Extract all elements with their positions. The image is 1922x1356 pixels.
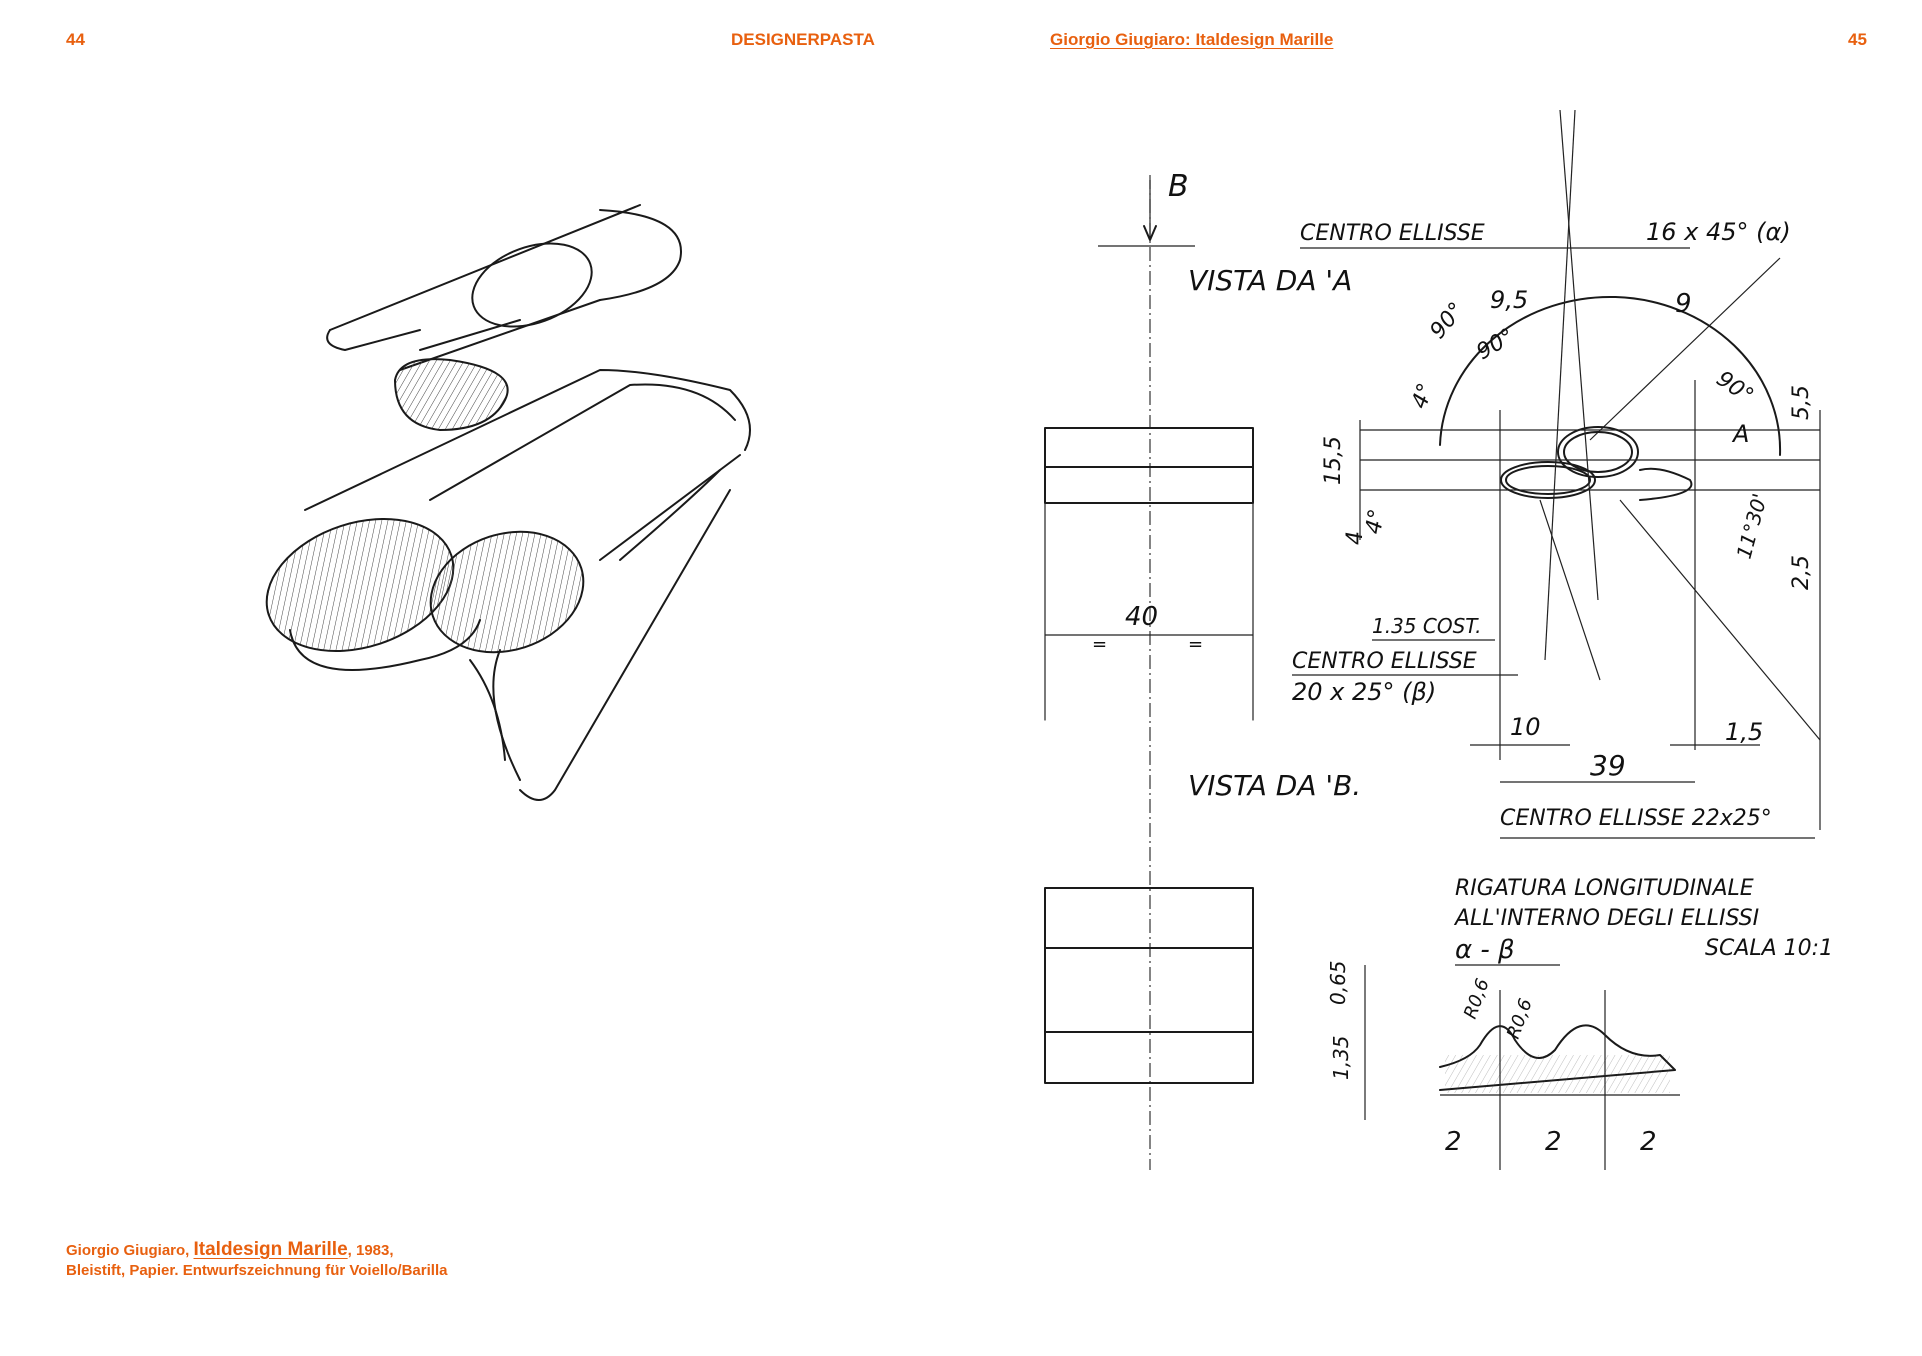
dim-2-b: 2 [1545, 1127, 1562, 1157]
dim-2-c: 2 [1640, 1127, 1657, 1157]
caption-title-link[interactable]: Italdesign Marille [193, 1239, 348, 1260]
ridge-profile [1439, 1024, 1680, 1096]
sketch-front-piece [265, 369, 751, 801]
cross-section [1439, 295, 1782, 501]
scala-label: SCALA 10:1 [1705, 936, 1833, 961]
dim-15-5: 15,5 [1321, 436, 1346, 485]
dim-9: 9 [1675, 289, 1692, 319]
angle-11-30: 11°30' [1732, 491, 1772, 561]
centro-ellisse-mid: CENTRO ELLISSE [1292, 649, 1477, 674]
angle-beta: 20 x 25° (β) [1292, 678, 1436, 706]
angle-90-a: 90° [1425, 298, 1469, 344]
eq-right: = [1188, 634, 1203, 655]
dim-9-5: 9,5 [1490, 286, 1528, 314]
centro-ellisse-bottom: CENTRO ELLISSE 22x25° [1500, 806, 1772, 831]
caption-line-2: Bleistift, Papier. Entwurfszeichnung für… [66, 1262, 448, 1279]
construction-lines [1360, 109, 1821, 830]
angle-90-c: 90° [1712, 366, 1758, 409]
alpha-beta-label: α - β [1455, 935, 1515, 965]
view-b-marker: B [1168, 169, 1189, 204]
dim-2-a: 2 [1445, 1127, 1462, 1157]
vista-b-label: VISTA DA 'B. [1188, 769, 1361, 802]
article-title-link[interactable]: Giorgio Giugiaro: Italdesign Marille [1050, 30, 1334, 49]
dim-1-35-cost: 1.35 COST. [1372, 614, 1482, 638]
angle-alpha: 16 x 45° (α) [1646, 218, 1791, 246]
angle-4-b: 4° [1361, 507, 1390, 536]
angle-4-a: 4° [1407, 380, 1439, 412]
page-number-left: 44 [66, 30, 85, 49]
rigatura-line-2: ALL'INTERNO DEGLI ELLISSI [1453, 906, 1759, 931]
radius-a: R0,6 [1460, 976, 1494, 1022]
dim-1-5: 1,5 [1725, 718, 1763, 746]
series-title: DESIGNERPASTA [731, 30, 875, 49]
page-number-right: 45 [1848, 30, 1867, 49]
vista-a-label: VISTA DA 'A [1188, 264, 1352, 297]
dim-4: 4 [1343, 531, 1368, 545]
caption-author: Giorgio Giugiaro, [66, 1242, 194, 1259]
centro-ellisse-top: CENTRO ELLISSE [1300, 221, 1485, 246]
dim-2-5: 2,5 [1789, 555, 1814, 590]
marker-a: A [1731, 420, 1749, 448]
side-view [1044, 887, 1254, 1084]
sketch-back-piece [326, 204, 682, 431]
dim-1-35: 1,35 [1329, 1035, 1353, 1080]
dim-40: 40 [1125, 602, 1158, 632]
dim-39: 39 [1590, 749, 1626, 782]
eq-left: = [1092, 634, 1107, 655]
figure-caption: Giorgio Giugiaro, Italdesign Marille, 19… [66, 1240, 447, 1281]
caption-line-1: Giorgio Giugiaro, Italdesign Marille, 19… [66, 1240, 447, 1261]
caption-year: , 1983, [347, 1242, 394, 1259]
angle-90-b: 90° [1473, 324, 1519, 365]
radius-b: R0,6 [1503, 996, 1537, 1042]
dim-5-5: 5,5 [1789, 385, 1814, 420]
dim-10: 10 [1510, 713, 1541, 741]
top-view [1044, 427, 1254, 721]
rigatura-line-1: RIGATURA LONGITUDINALE [1455, 876, 1754, 901]
dim-0-65: 0,65 [1326, 960, 1350, 1005]
